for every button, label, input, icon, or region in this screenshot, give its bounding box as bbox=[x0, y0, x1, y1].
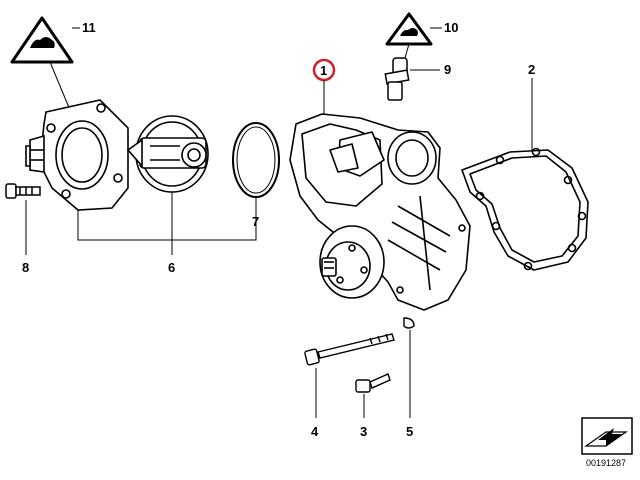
long-bolt[interactable] bbox=[304, 333, 395, 366]
orientation-arrow-icon bbox=[581, 417, 633, 455]
pump-gasket[interactable] bbox=[461, 147, 589, 271]
callout-3[interactable]: 3 bbox=[360, 424, 367, 439]
callout-2[interactable]: 2 bbox=[528, 62, 535, 77]
hex-bolt[interactable] bbox=[5, 183, 41, 199]
retaining-clip[interactable] bbox=[403, 317, 415, 329]
callout-6[interactable]: 6 bbox=[168, 260, 175, 275]
temperature-sensor[interactable] bbox=[384, 57, 410, 101]
callout-4[interactable]: 4 bbox=[311, 424, 319, 439]
thermostat[interactable] bbox=[126, 115, 209, 193]
callout-1[interactable]: 1 bbox=[320, 63, 327, 78]
callout-5[interactable]: 5 bbox=[406, 424, 413, 439]
callout-8[interactable]: 8 bbox=[22, 260, 29, 275]
warning-triangle-icon bbox=[385, 12, 433, 46]
water-pump[interactable] bbox=[289, 113, 471, 311]
callout-9[interactable]: 9 bbox=[444, 62, 451, 77]
o-ring[interactable] bbox=[232, 122, 280, 198]
short-bolt[interactable] bbox=[355, 373, 391, 393]
callout-10[interactable]: 10 bbox=[444, 20, 458, 35]
callout-7[interactable]: 7 bbox=[252, 214, 259, 229]
warning-triangle-icon bbox=[10, 16, 74, 64]
thermostat-housing[interactable] bbox=[25, 99, 129, 211]
diagram-number: 00191287 bbox=[586, 458, 627, 468]
callout-11[interactable]: 11 bbox=[82, 20, 96, 35]
